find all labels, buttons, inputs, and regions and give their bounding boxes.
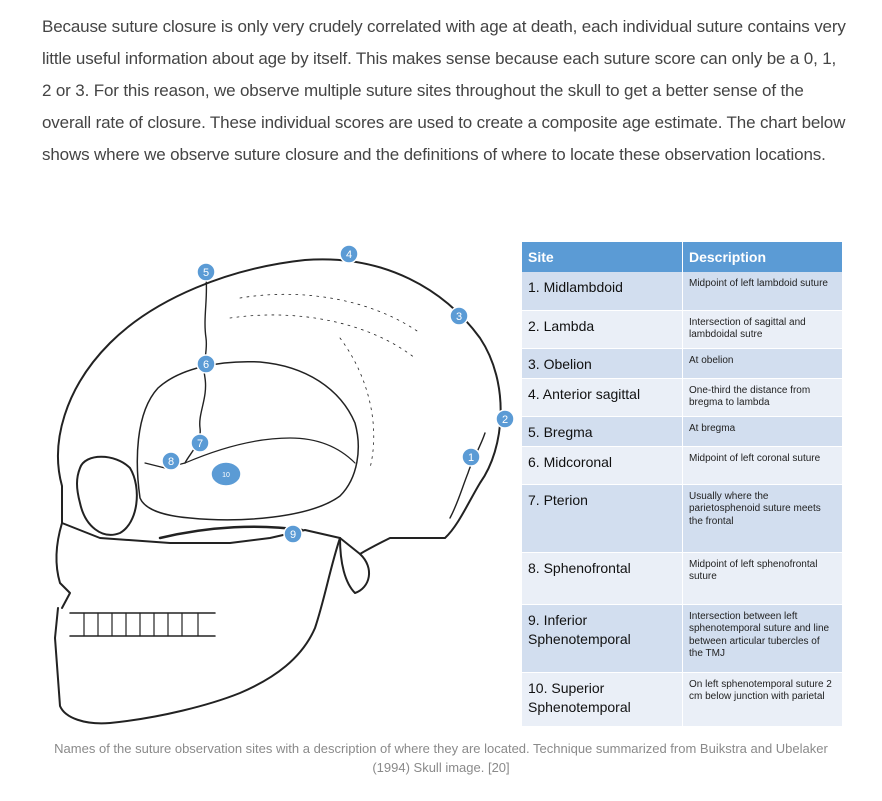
- table-row: 3. Obelion At obelion: [522, 348, 843, 379]
- marker-10: 10: [210, 461, 242, 487]
- description-cell: At bregma: [682, 416, 843, 447]
- svg-text:7: 7: [197, 438, 203, 450]
- svg-text:4: 4: [346, 249, 352, 261]
- description-cell: Intersection between left sphenotemporal…: [682, 604, 843, 673]
- svg-text:9: 9: [290, 529, 296, 541]
- skull-illustration: 1 2 3 4 5 6 7: [54, 244, 515, 725]
- intro-paragraph: Because suture closure is only very crud…: [42, 17, 846, 164]
- svg-text:6: 6: [203, 359, 209, 371]
- figure-caption: Names of the suture observation sites wi…: [54, 741, 828, 775]
- svg-text:8: 8: [168, 456, 174, 468]
- site-cell: 4. Anterior sagittal: [522, 378, 683, 417]
- description-cell: Midpoint of left sphenofrontal suture: [682, 552, 843, 605]
- marker-1: 1: [461, 447, 481, 467]
- marker-3: 3: [449, 306, 469, 326]
- svg-text:2: 2: [502, 414, 508, 426]
- table-row: 8. Sphenofrontal Midpoint of left spheno…: [522, 552, 843, 605]
- description-cell: Intersection of sagittal and lambdoidal …: [682, 310, 843, 349]
- marker-5: 5: [196, 262, 216, 282]
- description-cell: Midpoint of left coronal suture: [682, 446, 843, 485]
- table-row: 9. Inferior Sphenotemporal Intersection …: [522, 604, 843, 673]
- description-cell: One-third the distance from bregma to la…: [682, 378, 843, 417]
- svg-text:3: 3: [456, 311, 462, 323]
- site-cell: 9. Inferior Sphenotemporal: [522, 604, 683, 673]
- marker-6: 6: [196, 354, 216, 374]
- site-cell: 10. Superior Sphenotemporal: [522, 672, 683, 727]
- table-row: 7. Pterion Usually where the parietosphe…: [522, 484, 843, 553]
- description-cell: At obelion: [682, 348, 843, 379]
- svg-text:10: 10: [222, 472, 230, 479]
- site-cell: 5. Bregma: [522, 416, 683, 447]
- marker-4: 4: [339, 244, 359, 264]
- header-description: Description: [682, 242, 843, 272]
- table-header-row: Site Description: [522, 242, 843, 272]
- description-cell: Midpoint of left lambdoid suture: [682, 272, 843, 311]
- marker-8: 8: [161, 451, 181, 471]
- description-cell: On left sphenotemporal suture 2 cm below…: [682, 672, 843, 727]
- marker-7: 7: [190, 433, 210, 453]
- site-cell: 6. Midcoronal: [522, 446, 683, 485]
- table-row: 4. Anterior sagittal One-third the dista…: [522, 378, 843, 417]
- marker-9: 9: [283, 524, 303, 544]
- site-cell: 2. Lambda: [522, 310, 683, 349]
- table-row: 1. Midlambdoid Midpoint of left lambdoid…: [522, 272, 843, 311]
- description-cell: Usually where the parietosphenoid suture…: [682, 484, 843, 553]
- table-row: 5. Bregma At bregma: [522, 416, 843, 447]
- suture-figure: 1 2 3 4 5 6 7: [40, 238, 850, 738]
- svg-text:1: 1: [468, 452, 474, 464]
- table-row: 6. Midcoronal Midpoint of left coronal s…: [522, 446, 843, 485]
- header-site: Site: [522, 242, 683, 272]
- svg-text:5: 5: [203, 267, 209, 279]
- table-row: 2. Lambda Intersection of sagittal and l…: [522, 310, 843, 349]
- site-cell: 8. Sphenofrontal: [522, 552, 683, 605]
- marker-2: 2: [495, 409, 515, 429]
- table-row: 10. Superior Sphenotemporal On left sphe…: [522, 672, 843, 727]
- suture-sites-table: Site Description 1. Midlambdoid Midpoint…: [522, 242, 843, 727]
- site-cell: 7. Pterion: [522, 484, 683, 553]
- site-cell: 3. Obelion: [522, 348, 683, 379]
- site-cell: 1. Midlambdoid: [522, 272, 683, 311]
